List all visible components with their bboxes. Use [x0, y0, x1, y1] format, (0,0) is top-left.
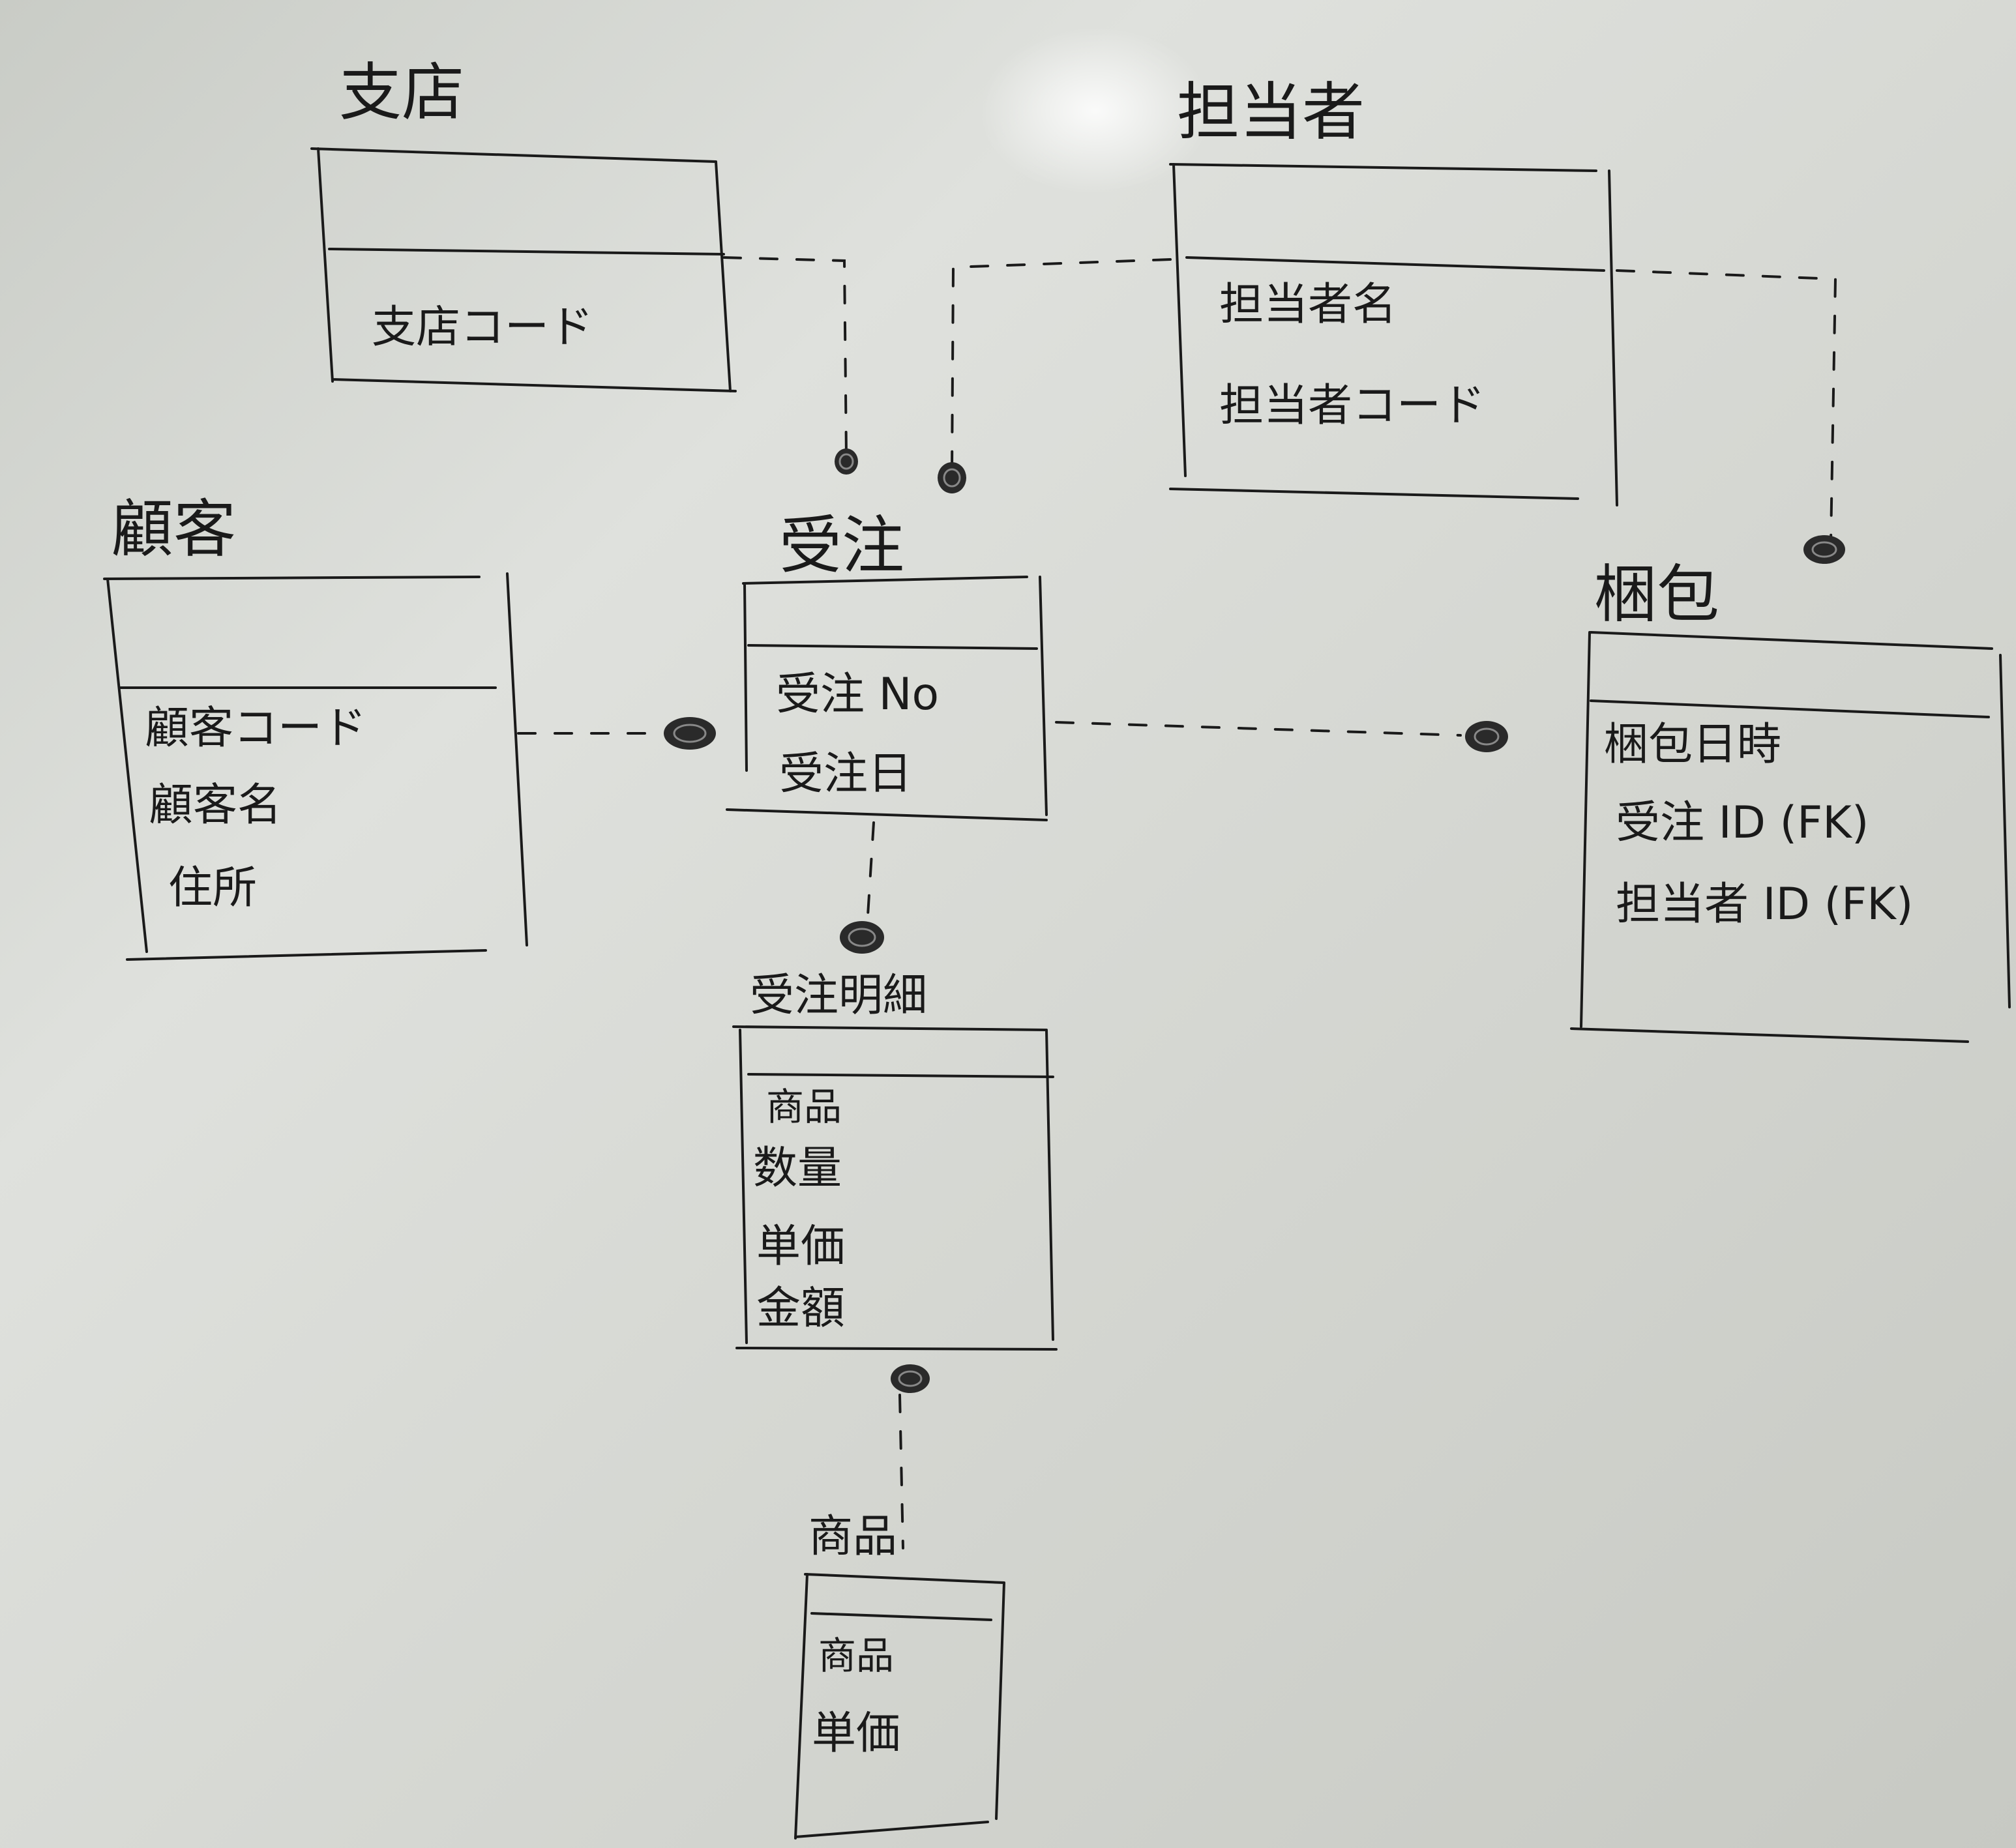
- entity-title: 受注明細: [750, 970, 927, 1021]
- entity-title: 支店: [339, 56, 464, 129]
- relation-order-packing: [1055, 721, 1462, 737]
- entity-field: 顧客名: [149, 780, 282, 831]
- entity-field: 担当者 ID (FK): [1616, 879, 1913, 930]
- entity-packing[interactable]: 梱包 梱包日時 受注 ID (FK) 担当者 ID (FK): [1570, 558, 2011, 1043]
- endpoint-dot: [664, 717, 716, 750]
- entity-staff[interactable]: 担当者 担当者名 担当者コード: [1169, 76, 1618, 506]
- entity-divider: [328, 248, 725, 256]
- entity-box: [726, 576, 1048, 821]
- entity-box: [1169, 163, 1618, 506]
- entity-field: 受注 ID (FK): [1616, 797, 1869, 849]
- entity-title: 受注: [779, 509, 904, 582]
- entity-field: 商品: [766, 1085, 842, 1129]
- relation-staff-order: [951, 258, 1172, 474]
- entity-field: 受注 No: [776, 669, 939, 720]
- entity-field: 担当者コード: [1219, 380, 1485, 432]
- entity-title: 商品: [808, 1511, 897, 1562]
- entity-field: 梱包日時: [1604, 719, 1781, 770]
- entity-field: 担当者名: [1219, 279, 1397, 330]
- entity-branch[interactable]: 支店 支店コード: [310, 56, 737, 392]
- relation-order-detail: [866, 821, 875, 927]
- entity-field: 数量: [753, 1143, 842, 1194]
- entity-divider: [810, 1612, 992, 1621]
- endpoint-dot: [891, 1364, 930, 1393]
- entity-divider: [1185, 256, 1605, 272]
- entity-box: [794, 1573, 1005, 1840]
- entity-box: [310, 147, 737, 392]
- endpoint-dot: [1465, 721, 1508, 752]
- endpoint-dot: [835, 448, 858, 475]
- relationships: [517, 256, 1837, 1549]
- entity-title: 梱包: [1594, 558, 1719, 631]
- entity-box: [1570, 631, 2011, 1043]
- relation-endpoints: [664, 448, 1845, 1393]
- entity-order[interactable]: 受注 受注 No 受注日: [726, 509, 1048, 821]
- entity-divider: [1590, 699, 1990, 718]
- entity-field: 住所: [168, 862, 257, 914]
- entity-title: 担当者: [1177, 76, 1365, 149]
- endpoint-dot: [938, 462, 966, 493]
- entity-order-detail[interactable]: 受注明細 商品 数量 単価 金額: [732, 970, 1058, 1351]
- entity-title: 顧客: [111, 493, 236, 566]
- relation-detail-product: [898, 1394, 904, 1549]
- relation-branch-order: [722, 256, 848, 458]
- entity-product[interactable]: 商品 商品 単価: [794, 1511, 1005, 1840]
- entity-field: 商品: [818, 1634, 894, 1678]
- entity-divider: [747, 1073, 1054, 1078]
- entity-field: 金額: [756, 1283, 845, 1334]
- entity-field: 支店コード: [372, 302, 593, 353]
- relation-staff-packing: [1616, 269, 1837, 542]
- entity-field: 単価: [812, 1708, 900, 1759]
- entity-box: [732, 1025, 1058, 1351]
- entity-field: 単価: [756, 1221, 845, 1272]
- entity-field: 顧客コード: [145, 703, 366, 754]
- entity-box: [103, 572, 528, 961]
- endpoint-dot: [840, 921, 884, 954]
- entity-customer[interactable]: 顧客 顧客コード 顧客名 住所: [103, 493, 528, 961]
- entity-divider: [747, 644, 1038, 650]
- endpoint-dot: [1803, 535, 1845, 564]
- entity-field: 受注日: [779, 748, 912, 800]
